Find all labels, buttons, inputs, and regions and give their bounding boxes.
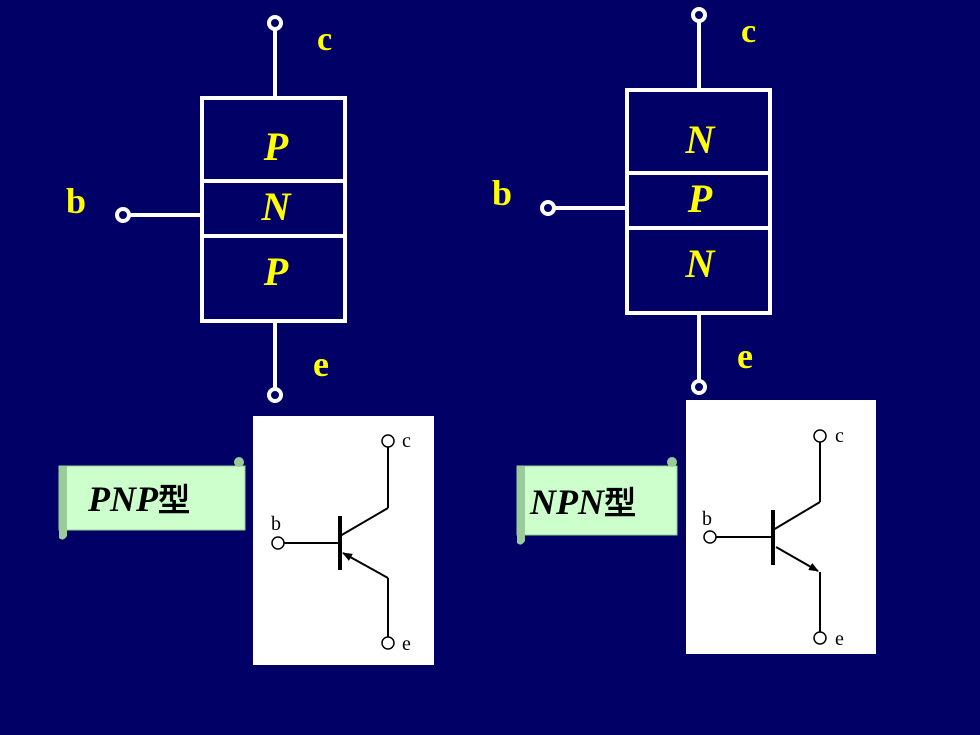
npn-type-letters: NPN: [529, 482, 606, 522]
pnp-symbol: c b e: [253, 416, 434, 665]
pnp-symbol-b-label: b: [271, 513, 281, 535]
npn-symbol-panel: [686, 400, 876, 654]
npn-layer-top: N: [685, 117, 717, 162]
pnp-symbol-emitter-arrow: [342, 552, 389, 579]
npn-symbol: c b e: [686, 400, 876, 654]
npn-scroll-right-curl: [667, 457, 677, 467]
npn-symbol-collector-diag: [772, 501, 821, 531]
pnp-scroll-left-curl: [59, 466, 67, 540]
npn-base-terminal: [540, 200, 556, 216]
npn-symbol-b-label: b: [702, 508, 712, 530]
pnp-layer-top: P: [263, 124, 289, 169]
npn-symbol-e-label: e: [835, 628, 844, 650]
pnp-type-scroll: PNP型: [58, 457, 246, 540]
pnp-base-terminal: [115, 207, 131, 223]
npn-base-label: b: [492, 173, 512, 213]
npn-collector-terminal: [691, 7, 707, 23]
pnp-collector-label: c: [317, 21, 332, 58]
npn-collector-label: c: [741, 13, 756, 50]
npn-emitter-terminal: [691, 379, 707, 395]
pnp-scroll-body: [58, 465, 246, 531]
npn-symbol-e-terminal: [813, 631, 827, 645]
pnp-layer-middle: N: [261, 184, 293, 229]
npn-symbol-emitter-arrow: [775, 546, 819, 572]
pnp-symbol-panel: [253, 416, 434, 665]
pnp-symbol-c-label: c: [402, 430, 411, 452]
pnp-type-label: PNP型: [87, 479, 190, 519]
npn-structure: c N P N b e: [492, 7, 772, 395]
pnp-type-suffix: 型: [158, 481, 190, 519]
pnp-type-letters: PNP: [87, 479, 159, 519]
npn-emitter-label: e: [737, 336, 753, 376]
npn-scroll-body: [516, 465, 678, 536]
npn-type-suffix: 型: [604, 484, 636, 522]
pnp-symbol-e-terminal: [381, 636, 395, 650]
npn-scroll-left-curl: [517, 466, 525, 545]
pnp-base-label: b: [66, 181, 86, 221]
npn-symbol-c-label: c: [835, 425, 844, 447]
npn-type-scroll: NPN型: [516, 457, 678, 545]
pnp-emitter-label: e: [313, 344, 329, 384]
npn-layer-middle: P: [687, 176, 713, 221]
pnp-symbol-e-label: e: [402, 633, 411, 655]
npn-layer-bottom: N: [685, 241, 717, 286]
pnp-scroll-right-curl: [234, 457, 244, 467]
pnp-collector-terminal: [267, 15, 283, 31]
pnp-layer-bottom: P: [263, 249, 289, 294]
npn-type-label: NPN型: [529, 482, 636, 522]
pnp-structure: c P N P b e: [66, 15, 347, 403]
pnp-symbol-collector-diag: [339, 507, 389, 537]
pnp-emitter-terminal: [267, 387, 283, 403]
